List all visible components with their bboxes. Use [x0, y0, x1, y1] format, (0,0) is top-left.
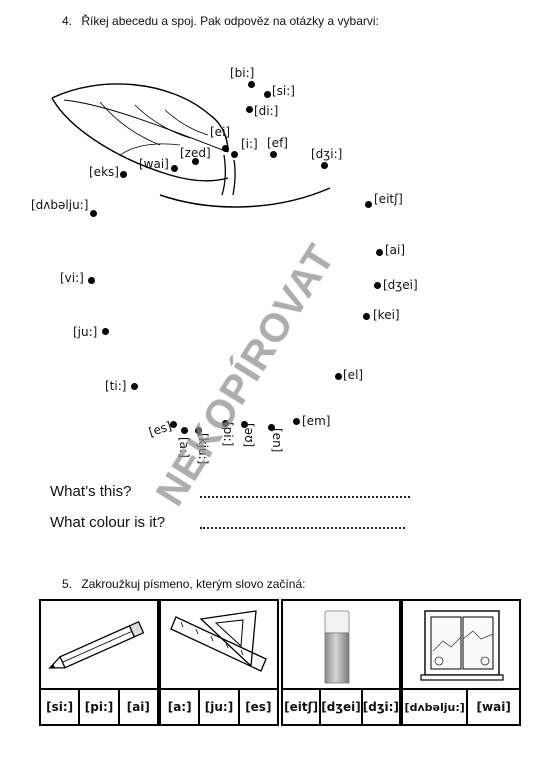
picture-box-pencil [39, 599, 159, 690]
option-a[interactable]: [a:] [159, 688, 201, 726]
answer-line-2[interactable] [200, 527, 405, 529]
option-ai[interactable]: [ai] [117, 688, 159, 726]
option-si[interactable]: [si:] [39, 688, 81, 726]
label-dzi: [dʒi:] [311, 147, 343, 161]
window-icon [420, 610, 504, 681]
label-eks: [eks] [89, 165, 119, 179]
label-ti: [ti:] [105, 379, 127, 393]
label-i: [i:] [241, 137, 258, 151]
dot-ai[interactable] [376, 249, 383, 256]
dot-dabl[interactable] [90, 210, 97, 217]
dot-zed[interactable] [192, 158, 199, 165]
picture-box-window [401, 599, 521, 690]
label-ei: [ei] [210, 125, 231, 139]
watermark-text: NEKOPÍROVAT [148, 236, 344, 514]
option-es[interactable]: [es] [237, 688, 279, 726]
label-ai: [ai] [385, 243, 406, 257]
dot-di[interactable] [246, 106, 253, 113]
question-what-is-this: What’s this? [50, 483, 132, 500]
dot-dzi[interactable] [321, 162, 328, 169]
dot-en[interactable] [268, 424, 275, 431]
dot-ei[interactable] [222, 145, 229, 152]
label-di: [di:] [254, 104, 279, 118]
option-dabl[interactable]: [dʌbəlju:] [401, 688, 469, 726]
option-wai[interactable]: [wai] [466, 688, 521, 726]
leaf-drawing [51, 83, 331, 208]
dot-dzei[interactable] [374, 282, 381, 289]
label-wai: [wai] [139, 157, 169, 171]
dot-wai[interactable] [171, 165, 178, 172]
task-5-number: 5. [62, 577, 73, 591]
options-row-pencil: [si:] [pi:] [ai] [39, 688, 159, 726]
task-4-instruction: Říkej abecedu a spoj. Pak odpověz na otá… [81, 14, 379, 28]
set-square-ruler-icon [170, 610, 267, 672]
picture-box-ruler [159, 599, 279, 690]
pencil-icon [48, 621, 145, 669]
dot-es[interactable] [170, 421, 177, 428]
dot-ef[interactable] [270, 151, 277, 158]
dot-ti[interactable] [131, 383, 138, 390]
label-kei: [kei] [373, 308, 400, 322]
dot-si[interactable] [264, 91, 271, 98]
dot-vi[interactable] [88, 277, 95, 284]
dot-eks[interactable] [120, 171, 127, 178]
options-row-glue: [eitʃ] [dʒei] [dʒi:] [281, 688, 401, 726]
label-el: [el] [343, 368, 364, 382]
options-row-ruler: [a:] [ju:] [es] [159, 688, 279, 726]
label-vi: [vi:] [60, 271, 84, 285]
dot-i[interactable] [231, 151, 238, 158]
label-si: [si:] [272, 84, 295, 98]
task-4-title: 4. Říkej abecedu a spoj. Pak odpověz na … [62, 14, 379, 28]
label-es: [es] [147, 418, 174, 440]
label-eu: [əʊ] [242, 423, 256, 448]
dot-eitsh[interactable] [365, 201, 372, 208]
task-4-number: 4. [62, 14, 73, 28]
dot-bi[interactable] [248, 81, 255, 88]
dot-ju[interactable] [102, 328, 109, 335]
option-eitsh[interactable]: [eitʃ] [281, 688, 322, 726]
answer-line-1[interactable] [200, 496, 410, 498]
label-em: [em] [302, 414, 331, 428]
dot-a[interactable] [181, 427, 188, 434]
dot-pi[interactable] [222, 420, 229, 427]
label-dzei: [dʒei] [383, 278, 418, 292]
dot-eu[interactable] [241, 421, 248, 428]
label-dabl: [dʌbəlju:] [31, 198, 89, 212]
label-en: [en] [270, 428, 284, 453]
option-ju[interactable]: [ju:] [198, 688, 240, 726]
task-5-title: 5. Zakroužkuj písmeno, kterým slovo začí… [62, 577, 305, 591]
dot-el[interactable] [335, 373, 342, 380]
label-a: [a:] [177, 437, 191, 458]
question-what-colour: What colour is it? [50, 514, 166, 531]
dot-kei[interactable] [363, 313, 370, 320]
dot-em[interactable] [293, 418, 300, 425]
dot-kju[interactable] [195, 427, 202, 434]
label-zed: [zed] [180, 146, 211, 160]
label-ju: [ju:] [73, 325, 98, 339]
label-eitsh: [eitʃ] [374, 192, 403, 206]
option-dzi[interactable]: [dʒi:] [360, 688, 401, 726]
label-ef: [ef] [267, 136, 288, 150]
glue-stick-icon [324, 610, 350, 684]
task-5-instruction: Zakroužkuj písmeno, kterým slovo začíná: [81, 577, 306, 591]
label-bi: [bi:] [230, 66, 255, 80]
label-kju: [kju:] [196, 433, 210, 465]
label-pi: [pi:] [221, 422, 235, 447]
options-row-window: [dʌbəlju:] [wai] [401, 688, 521, 726]
picture-box-glue [281, 599, 401, 690]
option-pi[interactable]: [pi:] [78, 688, 120, 726]
option-dzei[interactable]: [dʒei] [319, 688, 363, 726]
